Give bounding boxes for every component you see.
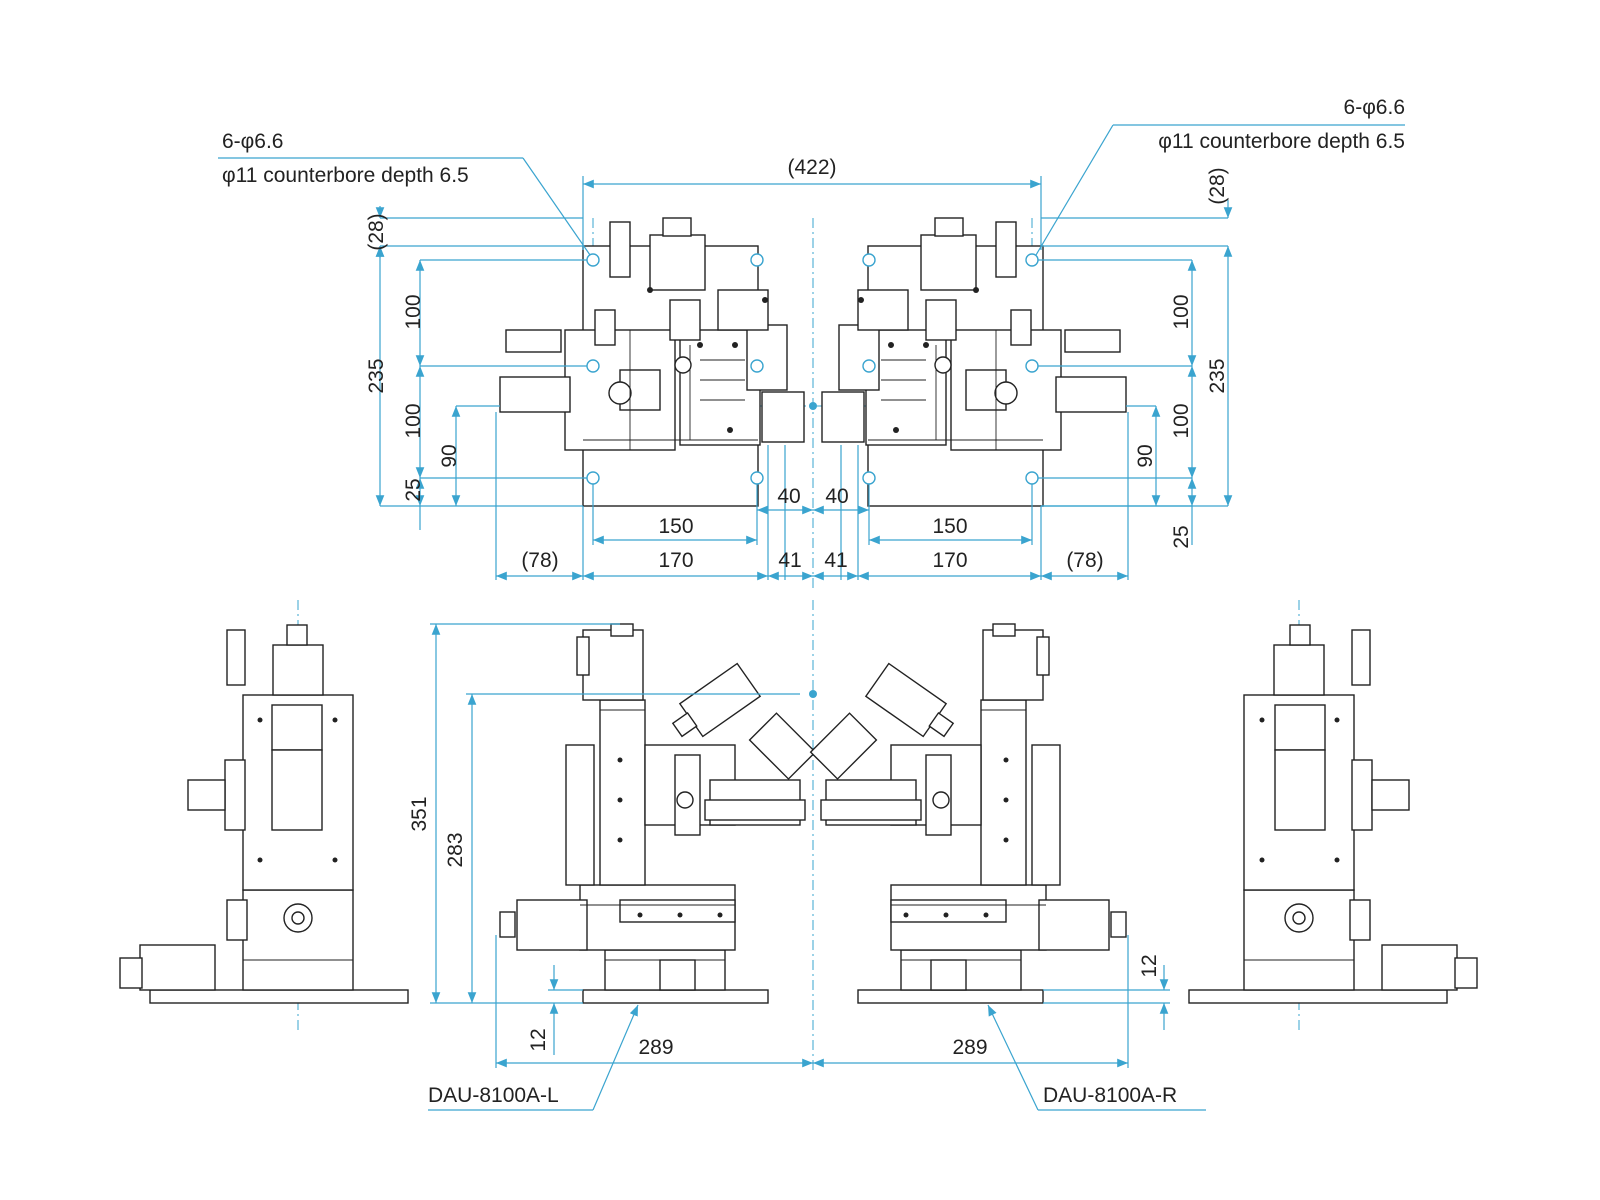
hole-callout-left-1: 6-φ6.6	[222, 130, 283, 153]
dim-235-right: 235	[1206, 358, 1229, 393]
front-view-left-unit	[499, 623, 817, 1004]
dim-351: 351	[408, 796, 431, 831]
dim-78-left: (78)	[521, 549, 558, 572]
dim-100-left-lower: 100	[402, 403, 425, 438]
hole-callout-right-1: 6-φ6.6	[1344, 96, 1405, 119]
center-lines	[297, 218, 1300, 1070]
dim-41-right: 41	[824, 549, 847, 572]
dim-25-left: 25	[402, 478, 425, 501]
dimension-labels: 6-φ6.6 φ11 counterbore depth 6.5 6-φ6.6 …	[222, 96, 1405, 1107]
model-label-right: DAU-8100A-R	[1043, 1084, 1177, 1107]
dim-289-right: 289	[952, 1036, 987, 1059]
dim-283: 283	[444, 832, 467, 867]
dim-25-right: 25	[1170, 525, 1193, 548]
dim-170-right: 170	[932, 549, 967, 572]
top-view-left-unit	[499, 217, 805, 507]
mounting-holes	[586, 253, 1039, 485]
side-view-right-unit	[1188, 624, 1478, 1004]
dim-40-right: 40	[825, 485, 848, 508]
dim-78-right: (78)	[1066, 549, 1103, 572]
dim-100-left-upper: 100	[402, 294, 425, 329]
dim-289-left: 289	[638, 1036, 673, 1059]
dim-40-left: 40	[777, 485, 800, 508]
dim-170-left: 170	[658, 549, 693, 572]
front-view-dimension-lines	[428, 623, 1206, 1111]
top-view-dimension-lines	[218, 124, 1405, 581]
dim-overall-width: (422)	[787, 156, 836, 179]
side-view-left-unit	[119, 624, 409, 1004]
dim-150-right: 150	[932, 515, 967, 538]
dim-28-left: (28)	[365, 213, 388, 250]
dim-235-left: 235	[365, 358, 388, 393]
dim-28-right: (28)	[1206, 167, 1229, 204]
dim-12-left: 12	[527, 1028, 550, 1051]
hole-callout-right-2: φ11 counterbore depth 6.5	[1158, 130, 1405, 153]
hole-callout-left-2: φ11 counterbore depth 6.5	[222, 164, 469, 187]
dim-90-right: 90	[1134, 444, 1157, 467]
front-view-right-unit	[809, 623, 1127, 1004]
dim-150-left: 150	[658, 515, 693, 538]
top-view-right-unit	[821, 217, 1127, 507]
dim-12-right: 12	[1138, 954, 1161, 977]
dim-100-right-lower: 100	[1170, 403, 1193, 438]
dim-90-left: 90	[438, 444, 461, 467]
dim-100-right-upper: 100	[1170, 294, 1193, 329]
model-label-left: DAU-8100A-L	[428, 1084, 559, 1107]
dim-41-left: 41	[778, 549, 801, 572]
